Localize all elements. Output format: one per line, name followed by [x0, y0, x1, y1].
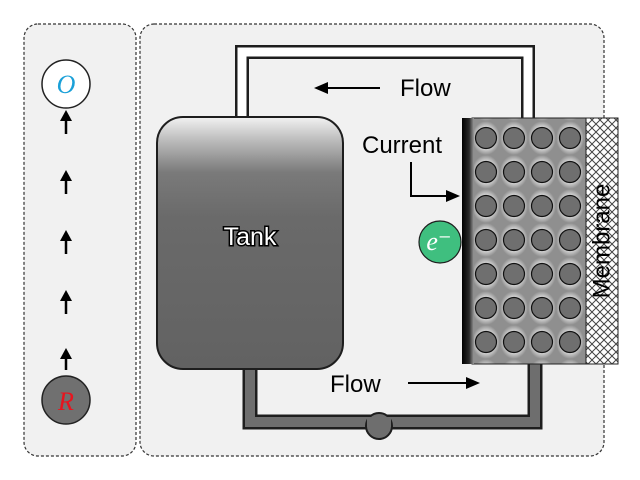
- reaction-arrows: [60, 110, 72, 370]
- membrane: Membrane: [585, 117, 619, 365]
- up-arrow-icon: [60, 170, 72, 194]
- current-indicator: Current: [362, 132, 460, 202]
- current-label: Current: [362, 132, 442, 159]
- electron: e⁻: [418, 220, 462, 264]
- flow-bottom: Flow: [330, 371, 480, 398]
- reduced-species-label: R: [57, 387, 74, 416]
- flow-top: Flow: [314, 75, 451, 102]
- up-arrow-icon: [60, 110, 72, 134]
- electrolyte-tank: Tank: [156, 116, 344, 370]
- oxidized-species-node: O: [41, 59, 91, 109]
- flow-bottom-label: Flow: [330, 371, 381, 398]
- porous-electrode: [471, 117, 587, 365]
- top-pipe: [235, 45, 535, 118]
- current-collector: [462, 118, 474, 364]
- tank-label: Tank: [224, 223, 277, 251]
- arrow-left-icon: [314, 82, 328, 94]
- flow-top-label: Flow: [400, 75, 451, 102]
- reduced-species-node: R: [41, 375, 91, 425]
- membrane-label: Membrane: [589, 184, 616, 299]
- up-arrow-icon: [60, 290, 72, 314]
- up-arrow-icon: [60, 348, 72, 370]
- oxidized-species-label: O: [57, 70, 76, 99]
- bottom-pipe: [242, 362, 543, 440]
- cell-panel: Tank Flow Flow Membrane Current: [139, 23, 619, 457]
- arrow-right-icon: [466, 377, 480, 389]
- current-arrow-icon: [446, 190, 460, 202]
- species-panel: O R: [23, 23, 137, 457]
- electron-label: e⁻: [426, 227, 451, 256]
- up-arrow-icon: [60, 230, 72, 254]
